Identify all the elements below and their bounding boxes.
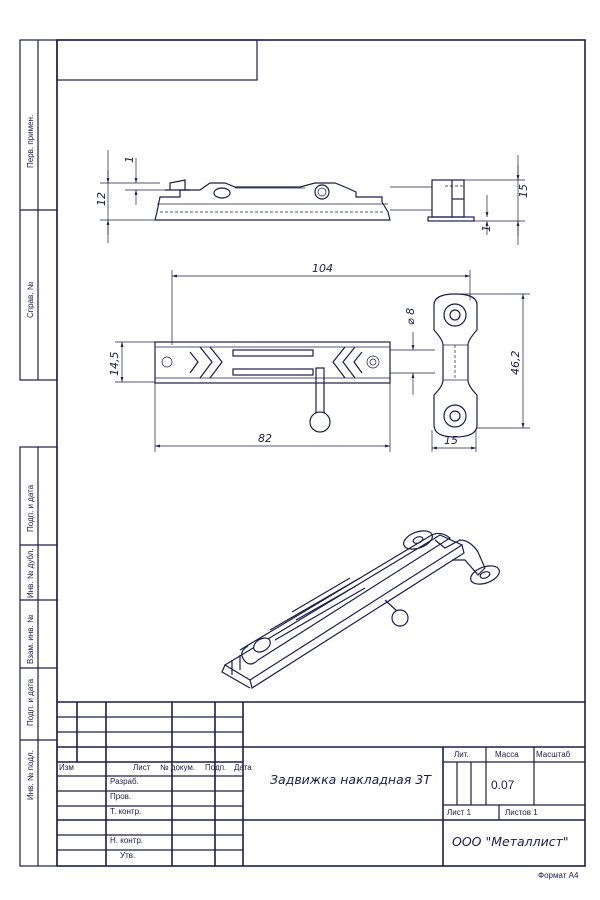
sheets-total: Листов 1 xyxy=(505,808,538,817)
label-data: Дата xyxy=(234,763,252,772)
side-label-podp-data-2: Подп. и дата xyxy=(26,678,35,726)
title-block: Изм Лист № докум. Подп. Дата Разраб. Про… xyxy=(57,701,585,880)
side-label-podp-data: Подп. и дата xyxy=(26,484,35,532)
drawing-title: Задвижка накладная 3Т xyxy=(270,772,432,787)
dim-1-top: 1 xyxy=(123,156,136,163)
label-n-kontr: Н. контр. xyxy=(110,836,143,845)
side-label-inv-podl: Инв. № подл. xyxy=(26,750,35,800)
label-list: Лист xyxy=(133,763,151,772)
front-view: 12 1 15 1 xyxy=(95,150,530,245)
dim-15-side: 15 xyxy=(517,184,530,198)
dim-14-5: 14,5 xyxy=(108,352,121,377)
side-strip: Перв. примен. Справ. № Подп. и дата Инв.… xyxy=(19,39,58,867)
label-t-kontr: Т. контр. xyxy=(110,807,141,816)
dim-12: 12 xyxy=(95,192,108,206)
label-massa: Масса xyxy=(495,750,519,759)
label-utv: Утв. xyxy=(120,851,135,860)
sheet-number: Лист 1 xyxy=(447,808,472,817)
company-name: ООО "Металлист" xyxy=(452,834,569,849)
format-label: Формат А4 xyxy=(538,871,579,880)
massa-value: 0.07 xyxy=(491,778,515,792)
dim-104: 104 xyxy=(312,262,333,275)
dim-diameter-8: ⌀ 8 xyxy=(404,308,417,325)
top-left-box xyxy=(56,39,258,81)
label-izm: Изм xyxy=(59,763,74,772)
side-label-perv-primen: Перв. примен. xyxy=(26,115,35,168)
plan-view: 104 82 14,5 ⌀ 8 46,2 15 xyxy=(108,262,530,452)
label-razrab: Разраб. xyxy=(110,777,139,786)
label-masshtab: Масштаб xyxy=(536,750,571,759)
side-label-sprav-no: Справ. № xyxy=(26,281,35,318)
dim-1-bottom: 1 xyxy=(480,225,493,232)
label-prov: Пров. xyxy=(110,792,131,801)
side-label-vzam-inv: Взам. инв. № xyxy=(26,614,35,664)
side-label-inv-dubl: Инв. № дубл. xyxy=(26,548,35,598)
label-podp: Подп. xyxy=(205,763,226,772)
isometric-view xyxy=(221,530,500,689)
label-lit: Лит. xyxy=(454,750,469,759)
dim-46-2: 46,2 xyxy=(509,351,522,376)
dim-82: 82 xyxy=(258,432,272,445)
dim-15: 15 xyxy=(444,434,458,447)
label-n-dokum: № докум. xyxy=(160,763,195,772)
